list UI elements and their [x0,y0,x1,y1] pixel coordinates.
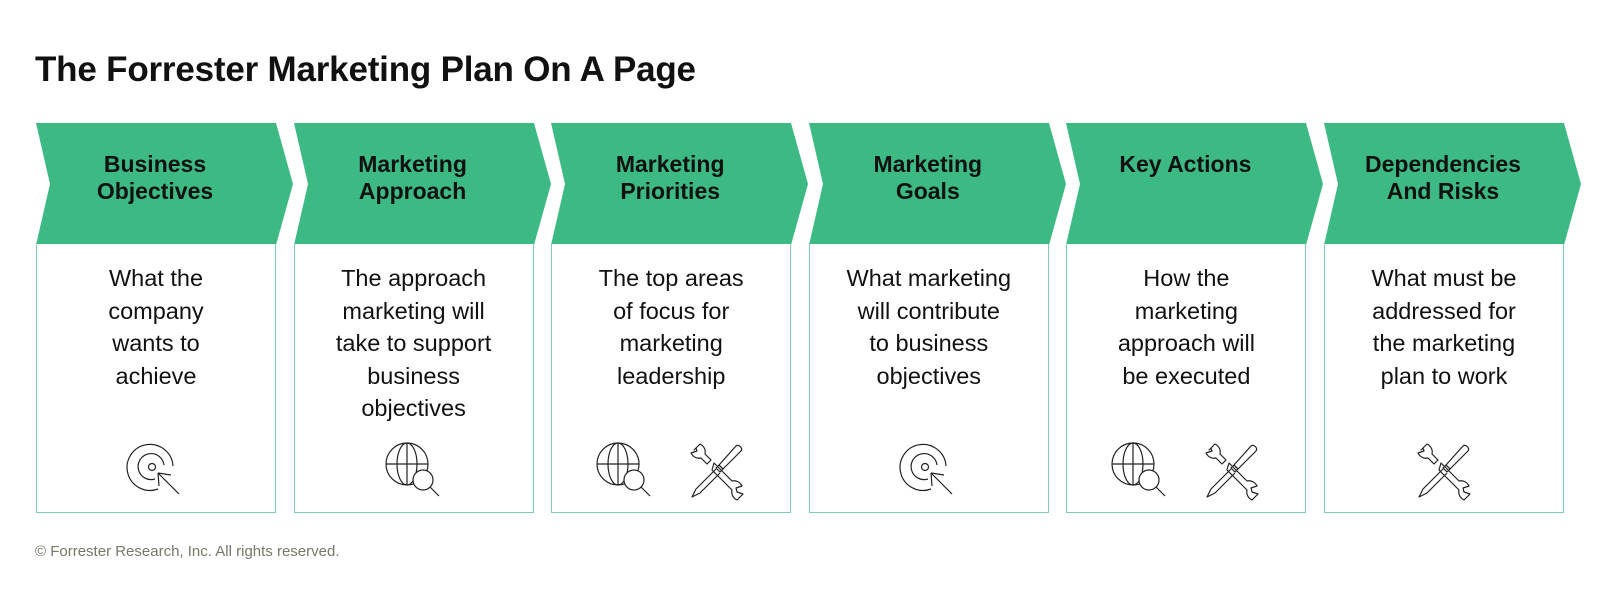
step-icons [810,440,1048,502]
step-card: What the company wants to achieve [36,244,276,513]
step-description-line: What marketing [846,265,1012,291]
globe-search-icon [384,442,440,497]
chevron-shape [36,123,293,245]
step-heading-line: Marketing [873,151,983,177]
page-title: The Forrester Marketing Plan On A Page [35,50,696,89]
step-description-line: of focus for [613,297,730,324]
chevron-shape [1066,123,1324,245]
step-description-line: take to support [335,330,492,356]
step-description-line: The approach [341,265,487,291]
step-heading-line: Goals [895,178,960,204]
step-description-line: business [367,362,460,389]
step-description-line: marketing [1134,297,1238,324]
tools-icon [1417,443,1471,501]
step-description-line: objectives [876,362,982,389]
step-card: The approach marketing will take to suppor… [293,244,534,513]
step-heading-line: And Risks [1386,178,1500,204]
tools-icon [1205,443,1259,501]
step-description-line: will contribute [857,297,1000,324]
step-description: The approach marketing will take to suppor… [299,262,529,425]
chevron-shape [551,123,809,245]
step-description-line: What the [108,265,204,291]
step-card: The top areas of focus for marketing leader… [551,244,792,513]
step-description-line: approach will [1117,330,1255,356]
target-cursor-icon [126,443,180,495]
step-heading: Key Actions [1076,151,1294,178]
globe-search-icon [1111,442,1166,497]
step-heading-line: Key Actions [1119,151,1252,177]
step-icons [37,440,275,502]
step-heading-line: Dependencies [1365,151,1521,177]
target-cursor-icon [899,443,953,495]
step-description-line: to business [869,330,989,356]
step-heading-line: Priorities [620,178,721,204]
step-heading-line: Objectives [96,178,214,204]
tools-icon [690,443,744,501]
step-description: What must be addressed for the marketing pl… [1329,262,1559,392]
step-heading-line: Marketing [615,151,725,177]
step-heading-line: Approach [358,178,467,204]
step-icons [295,440,533,502]
step-heading-line: Marketing [358,151,467,177]
step-icons [1325,440,1563,502]
step-description-line: plan to work [1380,362,1508,389]
step-description-line: What must be [1371,265,1517,291]
chevron-shape [808,123,1066,245]
step-card: What marketing will contribute to business… [808,244,1049,513]
step-description-line: marketing will [342,297,485,324]
globe-search-icon [596,442,651,497]
step-description-line: addressed for [1372,297,1516,324]
step-description-line: company [108,297,204,324]
step-heading-line: Business [103,151,207,177]
step-description-line: The top areas [598,265,744,291]
step-description-line: the marketing [1372,330,1516,356]
step-description: How the marketing approach will be executed [1071,262,1301,392]
step-description: The top areas of focus for marketing leader… [556,262,786,392]
step-card: What must be addressed for the marketing pl… [1324,244,1564,513]
step-description-line: How the [1143,265,1230,291]
chevron-shape [293,123,551,245]
step-description-line: objectives [361,395,466,421]
step-description: What marketing will contribute to business… [814,262,1044,392]
step-description: What the company wants to achieve [41,262,271,392]
step-icons [1067,440,1305,502]
copyright-footer: © Forrester Research, Inc. All rights re… [35,543,340,560]
step-description-line: be executed [1122,362,1251,389]
chevron-shape [1324,123,1581,245]
step-icons [552,440,790,502]
step-description-line: achieve [115,362,197,389]
step-description-line: wants to [112,330,200,356]
step-description-line: leadership [616,362,726,389]
step-card: How the marketing approach will be executed [1066,244,1307,513]
step-chevron: Key Actions [1066,123,1324,245]
step-description-line: marketing [619,330,723,356]
